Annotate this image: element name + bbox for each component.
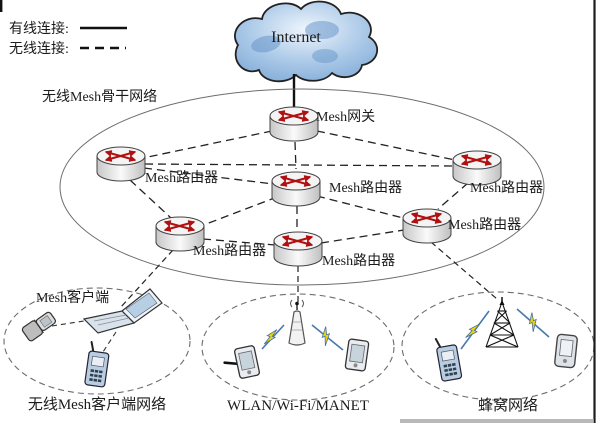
page-corner-mark (0, 0, 3, 12)
pda-left-icon (223, 344, 261, 380)
mesh-router-label: Mesh路由器 (470, 180, 543, 196)
cellular-network-label: 蜂窝网络 (478, 396, 538, 414)
cell-tower-icon (485, 297, 519, 348)
link-bottomcenter-bottomright (320, 229, 405, 244)
laptop-icon (82, 288, 163, 334)
legend-wired-label: 有线连接: (9, 20, 69, 37)
mesh-gateway-label: Mesh网关 (316, 109, 375, 125)
legend-wireless-label: 无线连接: (9, 40, 69, 57)
link-center-bottomright (316, 195, 408, 220)
mesh-router-label: Mesh路由器 (145, 170, 218, 186)
link-to-cellular-network (430, 241, 498, 300)
link-gateway-left (142, 130, 273, 159)
mesh-gateway-icon (270, 107, 318, 141)
mesh-router-label: Mesh路由器 (329, 180, 402, 196)
client-network-label: 无线Mesh客户端网络 (28, 396, 166, 413)
client-network-ellipse (3, 287, 191, 395)
mesh-router-icon (453, 151, 501, 185)
wlan-network-label: WLAN/Wi-Fi/MANET (227, 398, 369, 414)
cell-phone-left-icon (433, 334, 463, 383)
flip-phone-icon (21, 311, 57, 342)
mesh-router-label: Mesh路由器 (193, 243, 266, 259)
pda-right-icon (344, 338, 370, 372)
link-left-bottomleft (129, 179, 172, 219)
mobile-phone-icon (83, 340, 112, 389)
mesh-router-label: Mesh路由器 (322, 253, 395, 269)
page-bottom-edge (400, 419, 594, 423)
mesh-router-icon (97, 147, 145, 181)
lightning-icon (465, 320, 481, 342)
backbone-ellipse (59, 88, 545, 286)
link-center-bottomleft (200, 196, 278, 227)
link-gateway-center (294, 141, 297, 170)
access-point-icon (288, 299, 306, 346)
mesh-router-icon (403, 209, 451, 243)
wlan-network-ellipse (201, 293, 395, 401)
mesh-router-label: Mesh路由器 (448, 217, 521, 233)
lightning-icon (525, 311, 541, 333)
link-left-right (144, 163, 454, 167)
link-right-bottomright (437, 182, 469, 210)
mesh-router-icon (272, 172, 320, 206)
stylus-icon (223, 361, 240, 366)
internet-cloud: Internet (234, 0, 379, 83)
link-gateway-right (316, 130, 456, 161)
lightning-icon (318, 325, 334, 347)
access-downlinks (119, 241, 498, 309)
backbone-label: 无线Mesh骨干网络 (42, 89, 157, 105)
internet-label: Internet (271, 29, 321, 46)
client-links (51, 317, 117, 356)
link-laptop-phone (100, 331, 117, 356)
mesh-client-label: Mesh客户端 (36, 289, 109, 306)
cell-phone-right-icon (554, 333, 578, 369)
link-to-client-network (119, 249, 174, 309)
backbone-links (129, 130, 469, 246)
link-left-center (143, 167, 274, 185)
mesh-router-icon (274, 232, 322, 266)
